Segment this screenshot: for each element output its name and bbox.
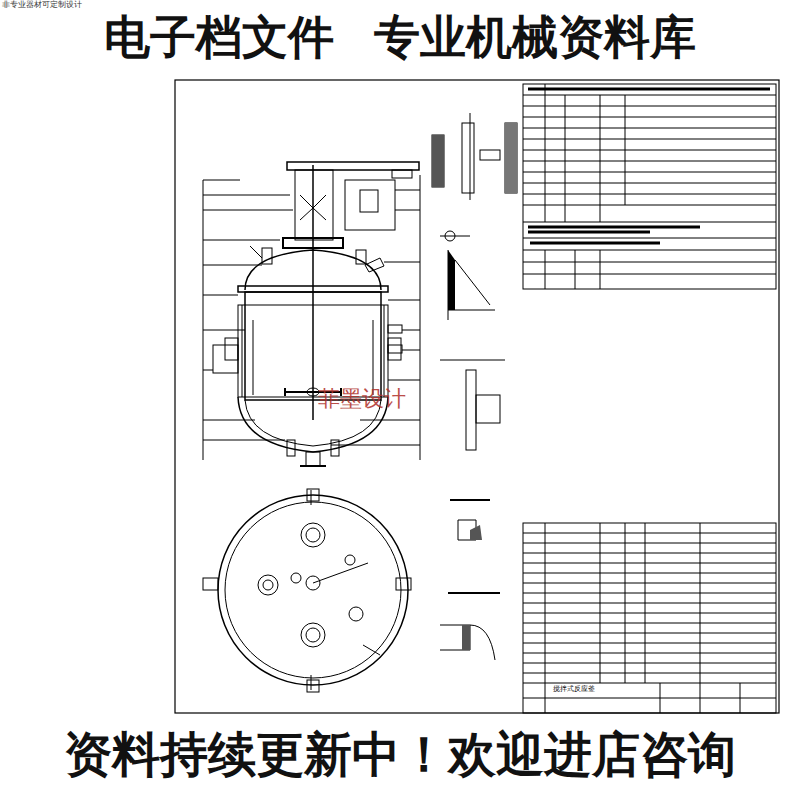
- shop-note: 非专业器材可定制设计: [2, 1, 82, 10]
- top-banner-text: 电子档文件 专业机械资料库: [0, 12, 800, 63]
- title-block-text: 搅拌式反应釜: [553, 686, 595, 694]
- bottom-banner-text: 资料持续更新中！欢迎进店咨询: [0, 728, 800, 781]
- watermark: 菲墨设计: [318, 387, 406, 411]
